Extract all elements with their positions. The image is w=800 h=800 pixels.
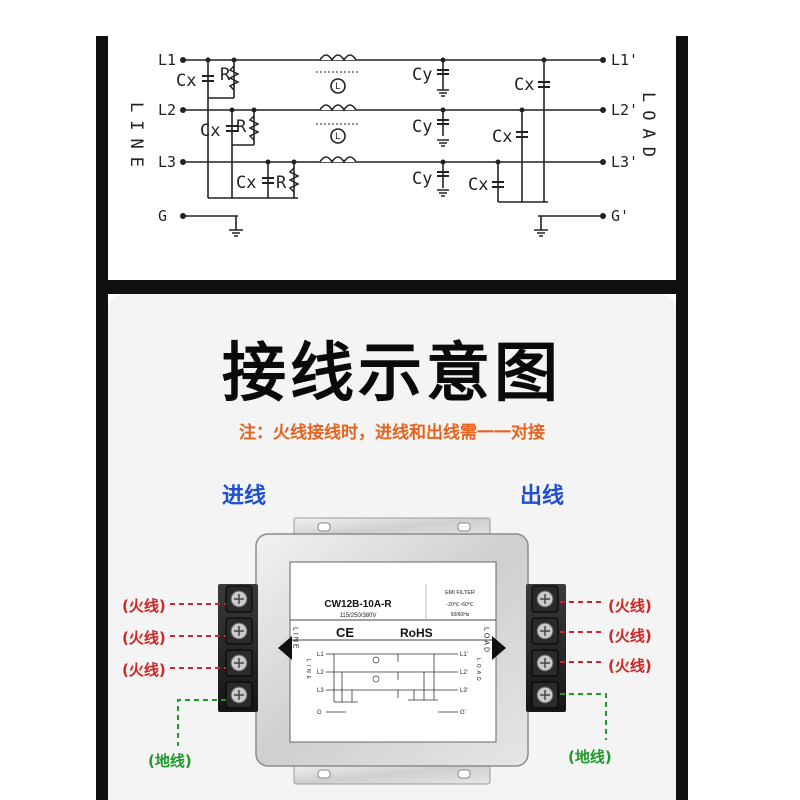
label-gp: G' xyxy=(460,710,466,716)
terminal-gp-label: G' xyxy=(611,207,629,225)
terminal-l3-label: L3 xyxy=(158,153,176,171)
svg-text:L: L xyxy=(335,82,340,92)
terminal-l2p-label: L2' xyxy=(611,101,638,119)
live-label-right-2: (火线) xyxy=(608,627,652,645)
wiring-note: 注：火线接线时，进线和出线需一一对接 xyxy=(239,423,545,443)
line-direction-arrow: LINE xyxy=(278,627,299,660)
cy-label: Cy xyxy=(412,117,432,137)
filter-type: EMI FILTER xyxy=(445,590,475,596)
input-label: 进线 xyxy=(222,484,267,509)
terminal-l1p-label: L1' xyxy=(611,51,638,69)
ground-label-left: (地线) xyxy=(148,752,192,770)
line-vertical-label: LINE xyxy=(126,102,146,175)
terminal-l3p-label: L3' xyxy=(611,153,638,171)
device-label xyxy=(289,561,497,743)
live-label-right-3: (火线) xyxy=(608,657,652,675)
filter-schematic: L L L1 L2 L3 G L1' L2' L3' G' Cx R Cx R C… xyxy=(126,51,658,237)
cx-label: Cx xyxy=(176,71,196,91)
cx-label: Cx xyxy=(492,127,512,147)
rohs-mark: RoHS xyxy=(400,626,433,640)
device-line-label: LINE xyxy=(305,659,311,682)
live-wire-leads xyxy=(170,601,604,669)
right-border-bar xyxy=(676,36,688,800)
cy-label: Cy xyxy=(412,65,432,85)
svg-text:LOAD: LOAD xyxy=(483,627,490,654)
cx-label: Cx xyxy=(200,121,220,141)
output-label: 出线 xyxy=(520,484,565,509)
svg-text:L: L xyxy=(335,132,340,142)
r-label: R xyxy=(236,117,247,137)
ce-mark: CE xyxy=(336,625,354,640)
label-g: G xyxy=(317,710,322,716)
live-label-left-3: (火线) xyxy=(122,661,166,679)
model-number: CW12B-10A-R xyxy=(324,599,392,610)
page-title: 接线示意图 xyxy=(222,337,562,411)
label-l2: L2 xyxy=(317,670,324,676)
load-direction-arrow: LOAD xyxy=(483,627,506,660)
input-terminal-block xyxy=(218,584,258,712)
load-vertical-label: LOAD xyxy=(638,92,658,165)
panel-divider xyxy=(96,280,688,294)
cx-label: Cx xyxy=(514,75,534,95)
live-label-right-1: (火线) xyxy=(608,597,652,615)
schematic-panel xyxy=(108,20,676,280)
live-label-left-1: (火线) xyxy=(122,597,166,615)
temp-range: -20℃~60℃ xyxy=(447,602,474,608)
label-l2p: L2' xyxy=(460,670,468,676)
label-l1p: L1' xyxy=(460,652,468,658)
common-mode-choke xyxy=(319,54,357,164)
svg-text:LINE: LINE xyxy=(292,627,299,651)
frequency: 50/60Hz xyxy=(451,612,470,618)
ground-wire-leads xyxy=(177,693,607,746)
terminal-l2-label: L2 xyxy=(158,101,176,119)
label-l3p: L3' xyxy=(460,688,468,694)
emi-filter-device: CW12B-10A-R 115/250/380V EMI FILTER -20℃… xyxy=(170,517,607,785)
label-l1: L1 xyxy=(317,652,324,658)
cx-label: Cx xyxy=(236,173,256,193)
cx-label: Cx xyxy=(468,175,488,195)
cy-label: Cy xyxy=(412,169,432,189)
r-label: R xyxy=(276,173,287,193)
r-label: R xyxy=(220,65,231,85)
device-load-label: LOAD xyxy=(475,658,481,684)
voltage-rating: 115/250/380V xyxy=(340,613,377,619)
terminal-g-label: G xyxy=(158,207,167,225)
left-border-bar xyxy=(96,36,108,800)
live-label-left-2: (火线) xyxy=(122,629,166,647)
output-terminal-block xyxy=(526,584,566,712)
ground-label-right: (地线) xyxy=(568,748,612,766)
terminal-l1-label: L1 xyxy=(158,51,176,69)
label-l3: L3 xyxy=(317,688,324,694)
